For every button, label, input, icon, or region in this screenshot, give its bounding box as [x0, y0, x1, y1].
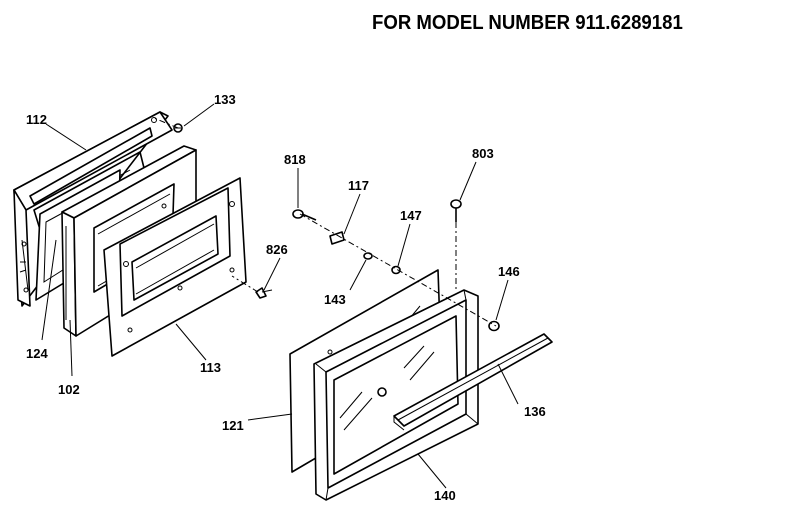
part-label-121: 121 — [222, 418, 244, 433]
screw-826 — [255, 287, 273, 299]
part-label-143: 143 — [324, 292, 346, 307]
screw-133 — [173, 123, 183, 133]
part-label-124: 124 — [26, 346, 48, 361]
part-label-826: 826 — [266, 242, 288, 257]
assembly-axis-line — [153, 117, 179, 129]
part-label-117: 117 — [348, 178, 369, 193]
assembly-axis-line — [299, 213, 497, 327]
part-label-136: 136 — [524, 404, 546, 419]
part-label-112: 112 — [26, 112, 47, 127]
part-label-818: 818 — [284, 152, 306, 167]
part-label-102: 102 — [58, 382, 80, 397]
screw-803 — [450, 199, 462, 222]
part-label-113: 113 — [200, 360, 221, 375]
spacer-143 — [363, 252, 373, 260]
part-label-147: 147 — [400, 208, 422, 223]
part-label-140: 140 — [434, 488, 456, 503]
part-136-trim-bar — [393, 333, 553, 431]
page-title: FOR MODEL NUMBER 911.6289181 — [372, 12, 683, 34]
leader-lines — [41, 103, 519, 489]
part-label-146: 146 — [498, 264, 520, 279]
part-140-door-frame — [313, 289, 479, 501]
part-113-inner-panel — [103, 177, 247, 357]
screw-818 — [292, 209, 317, 221]
assembly-axis-line — [231, 275, 259, 293]
clip-117 — [329, 231, 345, 245]
part-label-803: 803 — [472, 146, 494, 161]
part-label-133: 133 — [214, 92, 236, 107]
